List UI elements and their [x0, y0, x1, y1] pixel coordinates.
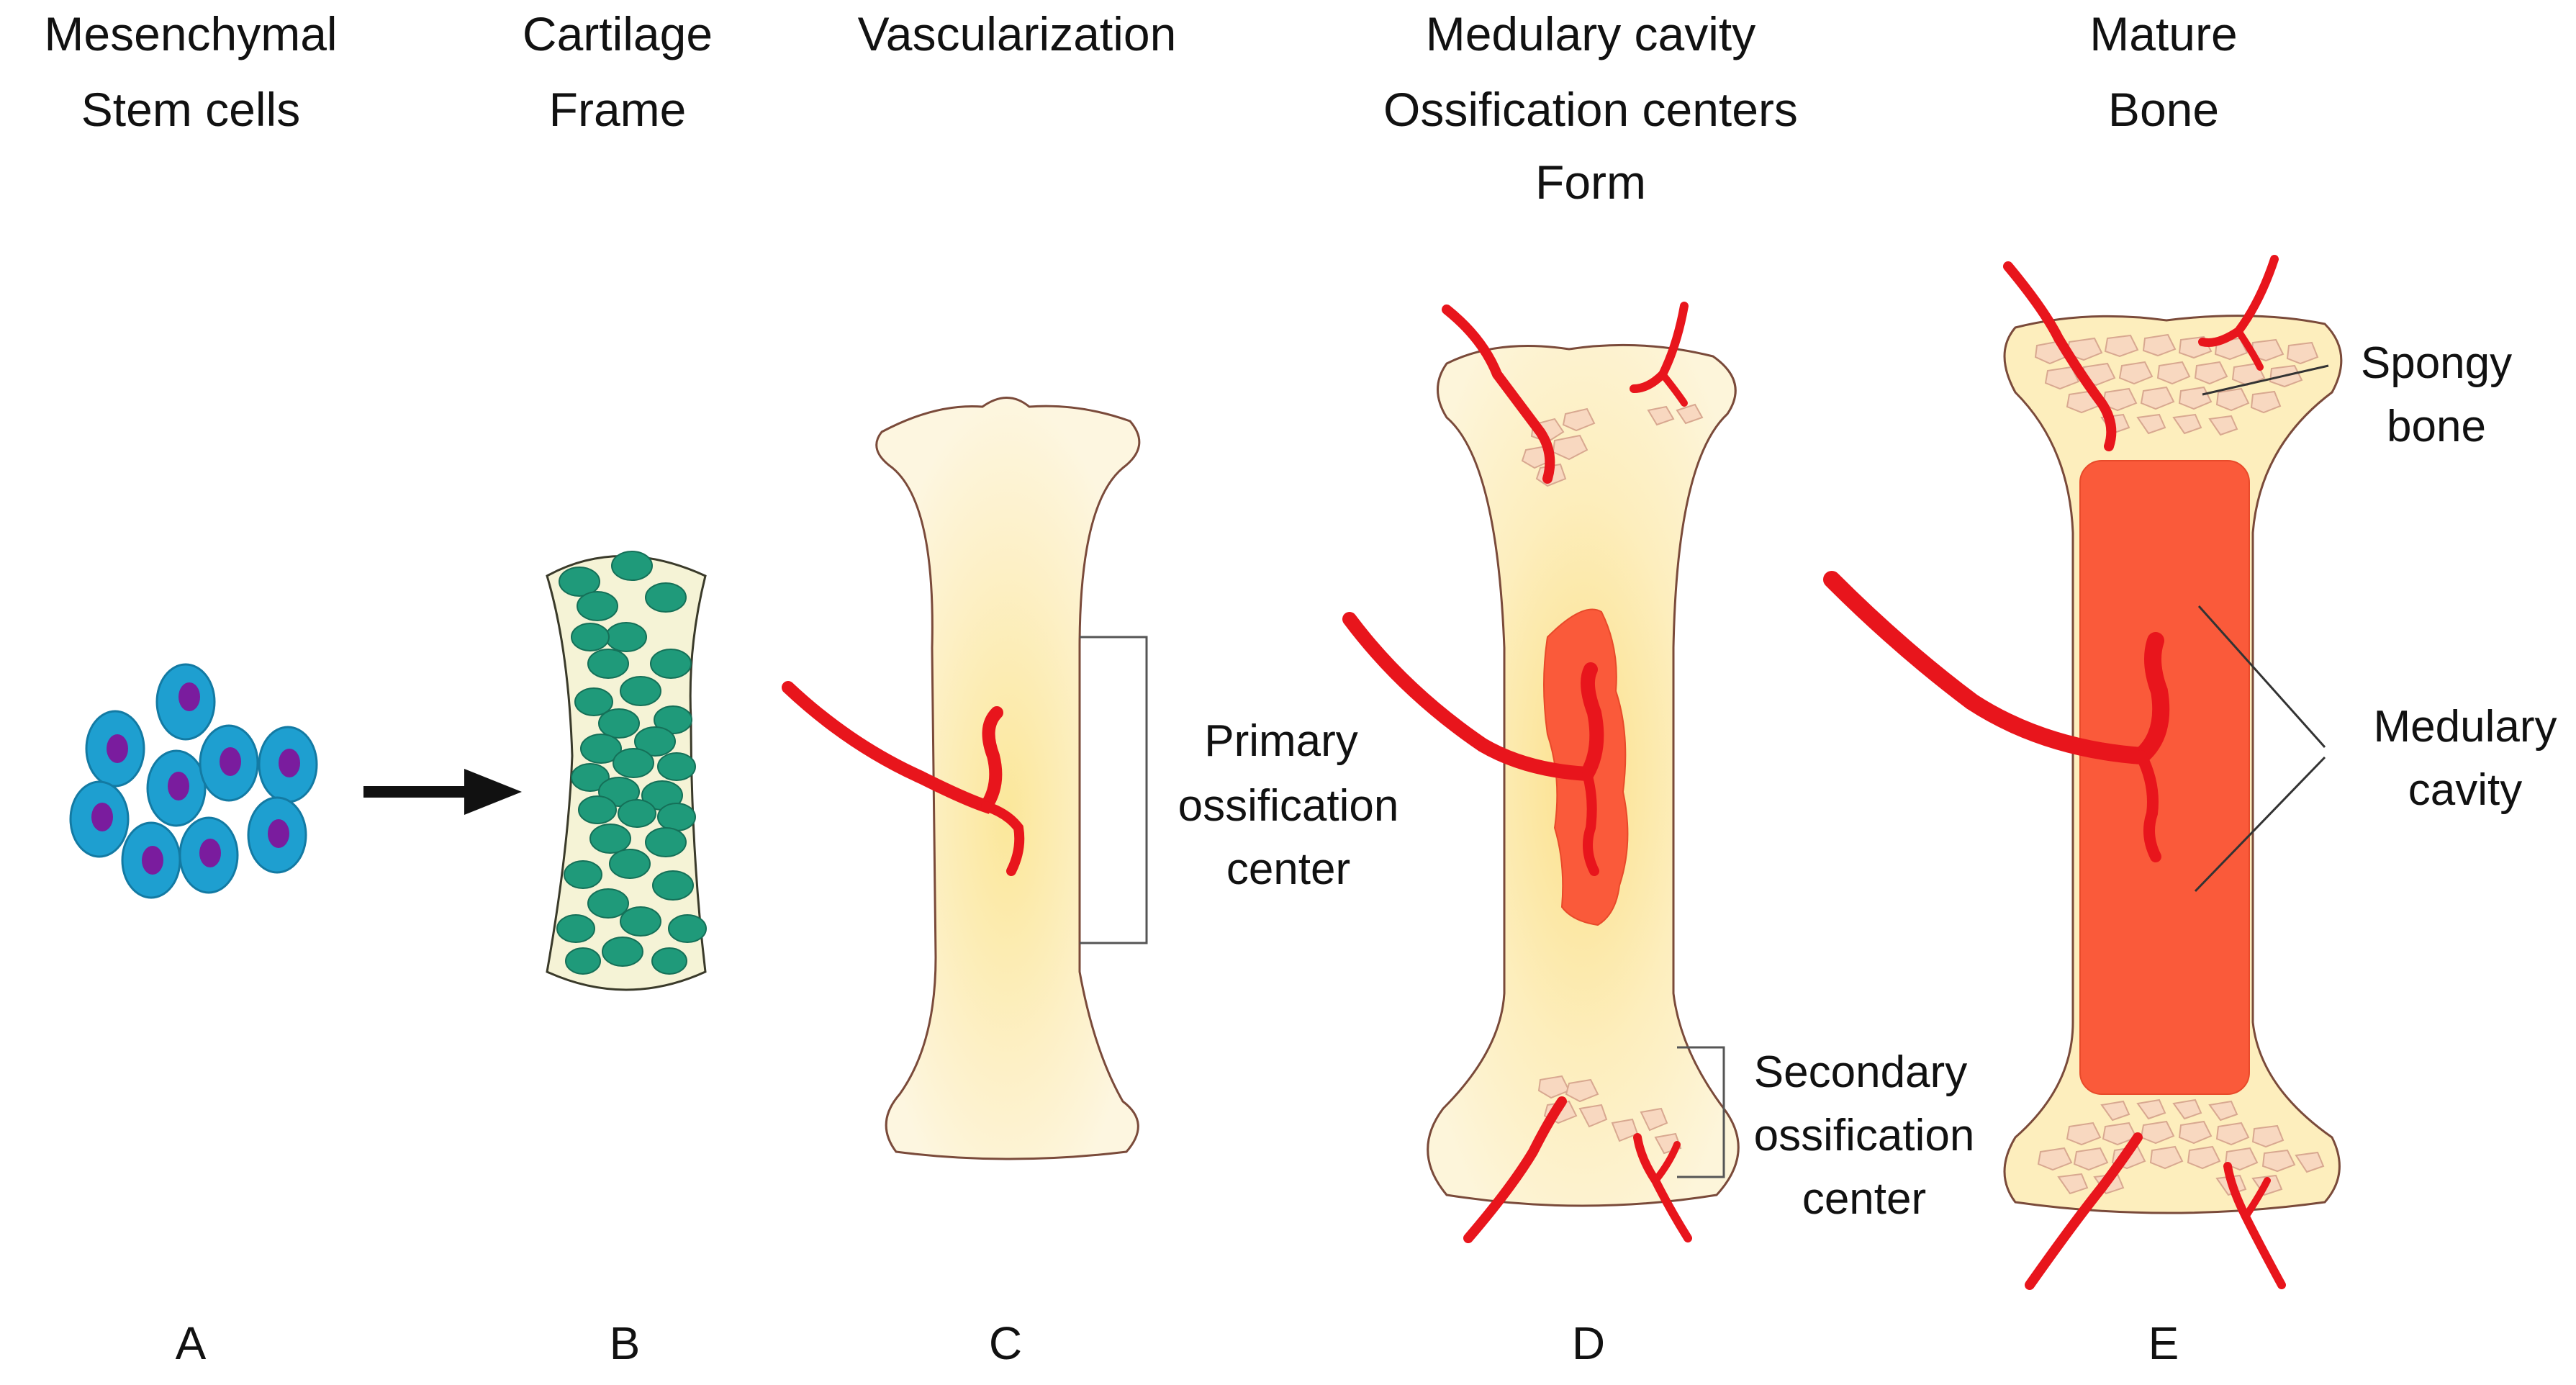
marrow-cavity	[2079, 460, 2250, 1095]
chondrocytes	[556, 551, 707, 975]
mature-bone	[1823, 255, 2343, 1290]
spongy-label-line-1: Spongy	[2361, 338, 2512, 388]
cartilage-frame	[546, 551, 707, 991]
progression-arrow	[363, 769, 522, 815]
spongy-label-line-2: bone	[2387, 402, 2486, 451]
secondary-label-line-1: Secondary	[1754, 1047, 1967, 1097]
mature-bone-leader-lines	[2194, 364, 2329, 893]
spongy-bone-label: Spongy bone	[2361, 338, 2512, 451]
secondary-label-line-2: ossification	[1754, 1111, 1975, 1160]
stem-cell	[199, 724, 259, 802]
stage-a-title-line-2: Stem cells	[81, 83, 300, 136]
stage-d-title-line-2: Ossification centers	[1383, 83, 1798, 136]
primary-label-line-3: center	[1226, 844, 1350, 894]
stage-d-title-line-1: Medulary cavity	[1426, 7, 1756, 60]
medulary-label-line-1: Medulary	[2374, 702, 2557, 752]
stem-cell	[247, 796, 307, 874]
primary-ossification-bracket	[1080, 636, 1148, 944]
stem-cell	[85, 710, 145, 788]
stage-e-title: Mature Bone	[2089, 7, 2237, 136]
stage-letter-b: B	[610, 1317, 641, 1369]
stage-e-title-line-1: Mature	[2089, 7, 2237, 60]
stem-cell	[69, 780, 130, 858]
primary-ossification-label: Primary ossification center	[1178, 716, 1399, 894]
spongy-bone-bottom-d	[1537, 1075, 1682, 1155]
bone-vascularization	[782, 397, 1141, 1160]
stage-c-title-line-1: Vascularization	[858, 7, 1177, 60]
medulary-cavity-label: Medulary cavity	[2374, 702, 2557, 815]
blood-vessels-d	[1342, 302, 1692, 1243]
stage-a-title: Mesenchymal Stem cells	[44, 7, 337, 136]
secondary-label-line-3: center	[1802, 1174, 1926, 1224]
spongy-bone-top-e	[2034, 333, 2319, 436]
stage-b-title: Cartilage Frame	[523, 7, 713, 136]
stage-b-title-line-2: Frame	[549, 83, 687, 136]
bone-forming-centers	[1342, 302, 1740, 1243]
stem-cell	[121, 821, 181, 899]
stem-cell	[258, 726, 318, 803]
blood-vessels-e	[1823, 255, 2286, 1290]
stage-d-title-line-3: Form	[1535, 155, 1646, 209]
stage-letter-a: A	[176, 1317, 207, 1369]
stage-a-title-line-1: Mesenchymal	[44, 7, 337, 60]
stem-cell	[146, 749, 207, 827]
stage-letter-d: D	[1572, 1317, 1605, 1369]
blood-vessel	[782, 681, 1003, 814]
stage-b-title-line-1: Cartilage	[523, 7, 713, 60]
medulary-label-line-2: cavity	[2408, 765, 2522, 815]
secondary-ossification-label: Secondary ossification center	[1754, 1047, 1975, 1224]
secondary-ossification-bracket	[1677, 1046, 1725, 1178]
stage-e-title-line-2: Bone	[2108, 83, 2219, 136]
stage-letter-c: C	[989, 1317, 1022, 1369]
primary-label-line-2: ossification	[1178, 781, 1399, 831]
stem-cell	[155, 663, 216, 741]
stem-cell	[178, 816, 239, 894]
stage-c-title: Vascularization	[858, 7, 1177, 60]
stage-d-title: Medulary cavity Ossification centers For…	[1383, 7, 1798, 209]
stage-letter-e: E	[2148, 1317, 2179, 1369]
stem-cell-cluster	[69, 663, 318, 899]
primary-label-line-1: Primary	[1204, 716, 1358, 766]
